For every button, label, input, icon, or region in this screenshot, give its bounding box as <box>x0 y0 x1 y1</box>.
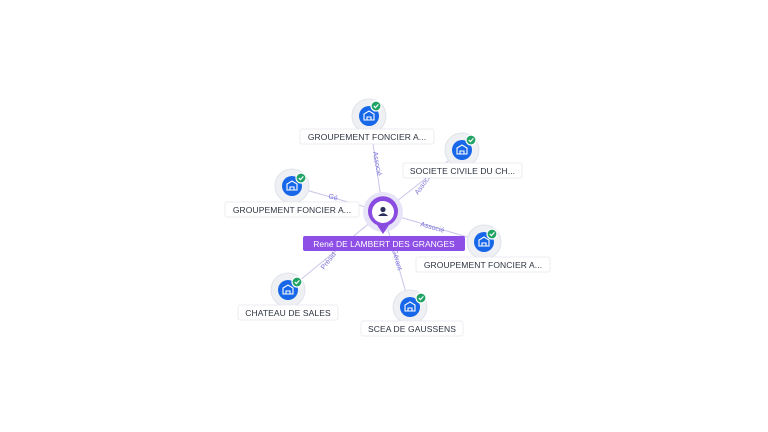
company-node-5[interactable] <box>392 289 428 325</box>
edge-label-0: Associé <box>371 151 382 176</box>
company-node-0[interactable] <box>351 98 387 134</box>
company-node-1[interactable] <box>444 132 480 168</box>
building-icon <box>404 301 416 312</box>
center-node[interactable] <box>363 192 403 234</box>
svg-text:René DE LAMBERT DES GRANGES: René DE LAMBERT DES GRANGES <box>313 239 455 249</box>
edge-label-5: Gérant <box>390 249 403 272</box>
svg-text:SOCIETE CIVILE DU CH...: SOCIETE CIVILE DU CH... <box>410 166 515 176</box>
svg-text:GROUPEMENT FONCIER A...: GROUPEMENT FONCIER A... <box>308 132 426 142</box>
company-label-2[interactable]: GROUPEMENT FONCIER A... <box>224 201 360 218</box>
company-label-4[interactable]: CHATEAU DE SALES <box>237 304 339 321</box>
company-label-5[interactable]: SCEA DE GAUSSENS <box>360 320 464 337</box>
verified-badge-icon <box>295 172 307 184</box>
verified-badge-icon <box>415 292 427 304</box>
svg-text:GROUPEMENT FONCIER A...: GROUPEMENT FONCIER A... <box>424 260 542 270</box>
company-node-3[interactable] <box>466 224 502 260</box>
company-label-3[interactable]: GROUPEMENT FONCIER A... <box>415 256 551 273</box>
svg-text:CHATEAU DE SALES: CHATEAU DE SALES <box>245 308 331 318</box>
center-label[interactable]: René DE LAMBERT DES GRANGES <box>303 236 465 251</box>
edge-label-3: Associé <box>419 221 445 235</box>
verified-badge-icon <box>370 100 382 112</box>
building-icon <box>282 284 294 295</box>
company-label-0[interactable]: GROUPEMENT FONCIER A... <box>299 128 435 145</box>
person-icon <box>378 206 388 216</box>
company-node-4[interactable] <box>270 272 306 308</box>
verified-badge-icon <box>465 134 477 146</box>
verified-badge-icon <box>291 276 303 288</box>
building-icon <box>456 144 468 155</box>
edge-label-2: Gé <box>327 193 338 202</box>
company-node-2[interactable] <box>274 168 310 204</box>
verified-badge-icon <box>486 228 498 240</box>
company-label-1[interactable]: SOCIETE CIVILE DU CH... <box>402 162 523 179</box>
building-icon <box>286 180 298 191</box>
svg-text:GROUPEMENT FONCIER A...: GROUPEMENT FONCIER A... <box>233 205 351 215</box>
building-icon <box>363 110 375 121</box>
svg-text:SCEA DE GAUSSENS: SCEA DE GAUSSENS <box>368 324 456 334</box>
building-icon <box>478 236 490 247</box>
